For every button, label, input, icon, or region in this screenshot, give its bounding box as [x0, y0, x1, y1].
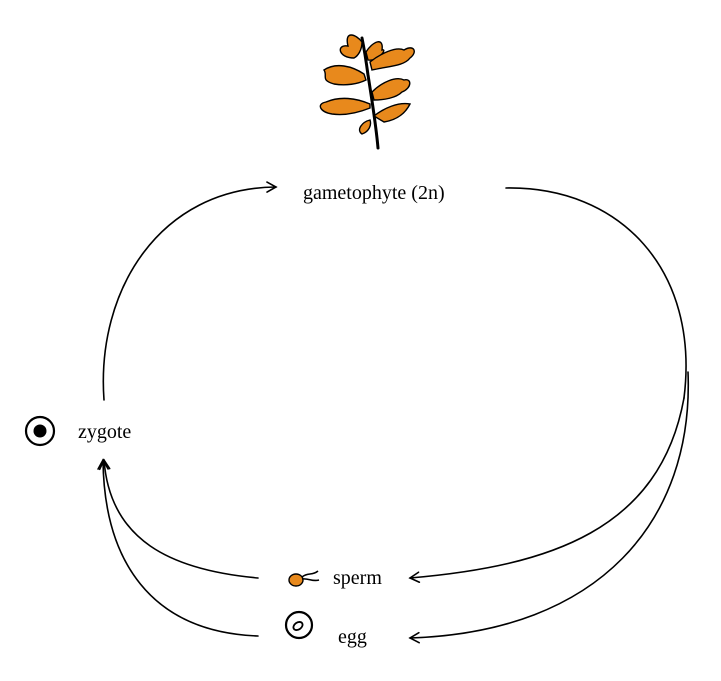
zygote-cell-icon [24, 415, 56, 447]
egg-cell-icon [284, 610, 314, 640]
zygote-label: zygote [78, 421, 131, 443]
arrow-gametophyte-to-sperm [408, 397, 685, 584]
arrow-gametophyte-right-arc [505, 187, 687, 399]
plant-icon [319, 34, 415, 150]
gametophyte-label: gametophyte (2n) [303, 182, 445, 204]
sperm-cell-icon [288, 570, 320, 587]
egg-label: egg [338, 626, 367, 648]
arrow-sperm-to-zygote [98, 458, 259, 579]
arrow-zygote-to-gametophyte [102, 181, 278, 401]
sperm-label: sperm [333, 567, 382, 589]
arrow-gametophyte-to-egg [408, 371, 690, 644]
arrow-egg-to-zygote [97, 458, 259, 637]
